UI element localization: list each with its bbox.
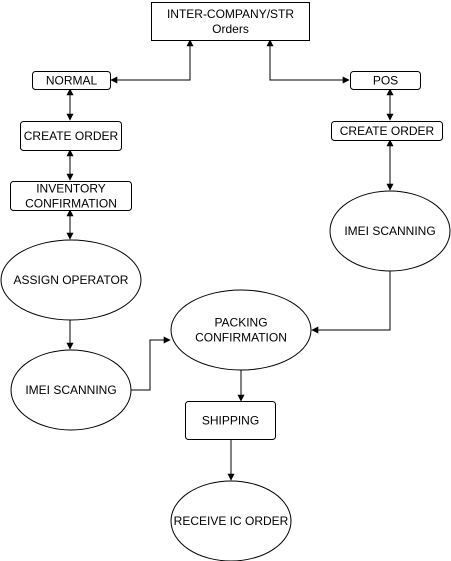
node-imei-right: IMEI SCANNING (329, 190, 451, 272)
node-label: INTER-COMPANY/STR (167, 7, 294, 21)
edges-layer (66, 39, 394, 481)
node-shipping: SHIPPING (185, 401, 276, 440)
node-imei-left: IMEI SCANNING (10, 349, 132, 431)
node-shape (350, 71, 421, 90)
node-label: CONFIRMATION (25, 197, 117, 211)
node-pos: POS (350, 71, 421, 90)
node-label: INVENTORY (36, 182, 106, 196)
node-label: ASSIGN OPERATOR (14, 273, 129, 287)
node-create-right: CREATE ORDER (331, 121, 443, 141)
node-label: CREATE ORDER (340, 124, 435, 138)
node-label: RECEIVE IC ORDER (174, 514, 289, 528)
node-receive: RECEIVE IC ORDER (170, 480, 292, 561)
node-label: IMEI SCANNING (25, 383, 116, 397)
node-shape (32, 71, 111, 90)
node-shape (151, 2, 310, 41)
node-shape (170, 480, 292, 561)
node-normal: NORMAL (32, 71, 111, 90)
edge-imei_right-to-packing (311, 271, 391, 334)
edge-imei_left-to-packing (131, 336, 171, 391)
node-label: Orders (212, 22, 249, 36)
node-shape (20, 121, 122, 151)
node-label: IMEI SCANNING (344, 224, 435, 238)
node-label: SHIPPING (202, 414, 259, 428)
edge-inter-to-normal (110, 39, 194, 84)
edge-inter-to-pos (266, 39, 350, 84)
node-label: PACKING (214, 316, 267, 330)
node-shape (329, 190, 451, 272)
node-shape (185, 401, 276, 440)
node-assign: ASSIGN OPERATOR (0, 239, 142, 321)
node-shape (10, 349, 132, 431)
node-label: CREATE ORDER (24, 129, 119, 143)
node-shape (0, 239, 142, 321)
node-label: CONFIRMATION (195, 331, 287, 345)
node-shape (10, 181, 132, 211)
node-shape (170, 289, 312, 371)
node-create-left: CREATE ORDER (20, 121, 122, 151)
node-label: NORMAL (46, 74, 98, 88)
node-label: POS (373, 74, 398, 88)
node-shape (331, 121, 443, 141)
